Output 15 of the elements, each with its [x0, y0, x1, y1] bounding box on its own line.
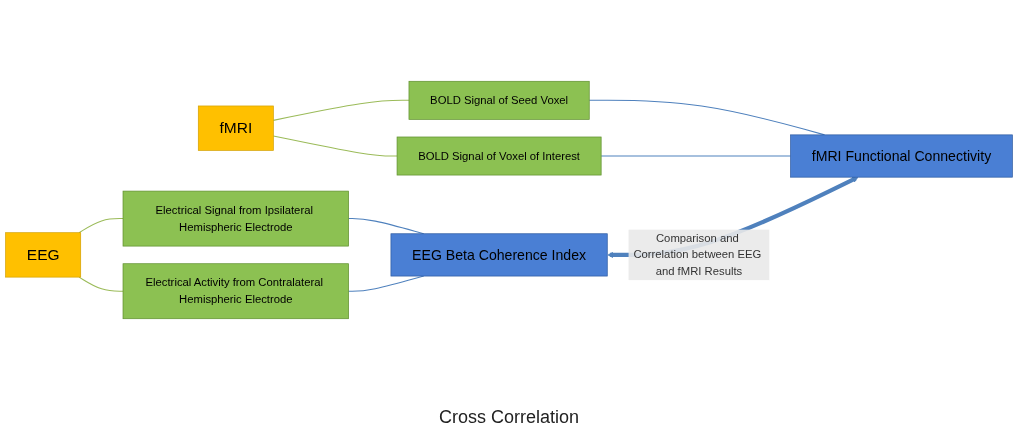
node-box: Electrical Signal from Ipsilateral Hemispheric Electrode [122, 190, 349, 247]
annotation-text: Cross Correlation [437, 407, 580, 428]
node-box: BOLD Signal of Seed Voxel [408, 80, 590, 120]
connector [600, 155, 792, 157]
connector [272, 99, 410, 121]
connector [78, 218, 124, 234]
node-box: EEG [5, 232, 82, 278]
edge-label: Comparison and Correlation between EEG and fMRI Results [633, 231, 762, 278]
node-box: fMRI [197, 105, 274, 151]
connector [78, 276, 124, 292]
node-box: EEG Beta Coherence Index [390, 233, 608, 277]
connector [272, 135, 398, 157]
node-box: fMRI Functional Connectivity [790, 134, 1013, 178]
node-box: Electrical Activity from Contralateral Hemispheric Electrode [122, 263, 349, 320]
node-box: BOLD Signal of Voxel of Interest [396, 136, 602, 176]
